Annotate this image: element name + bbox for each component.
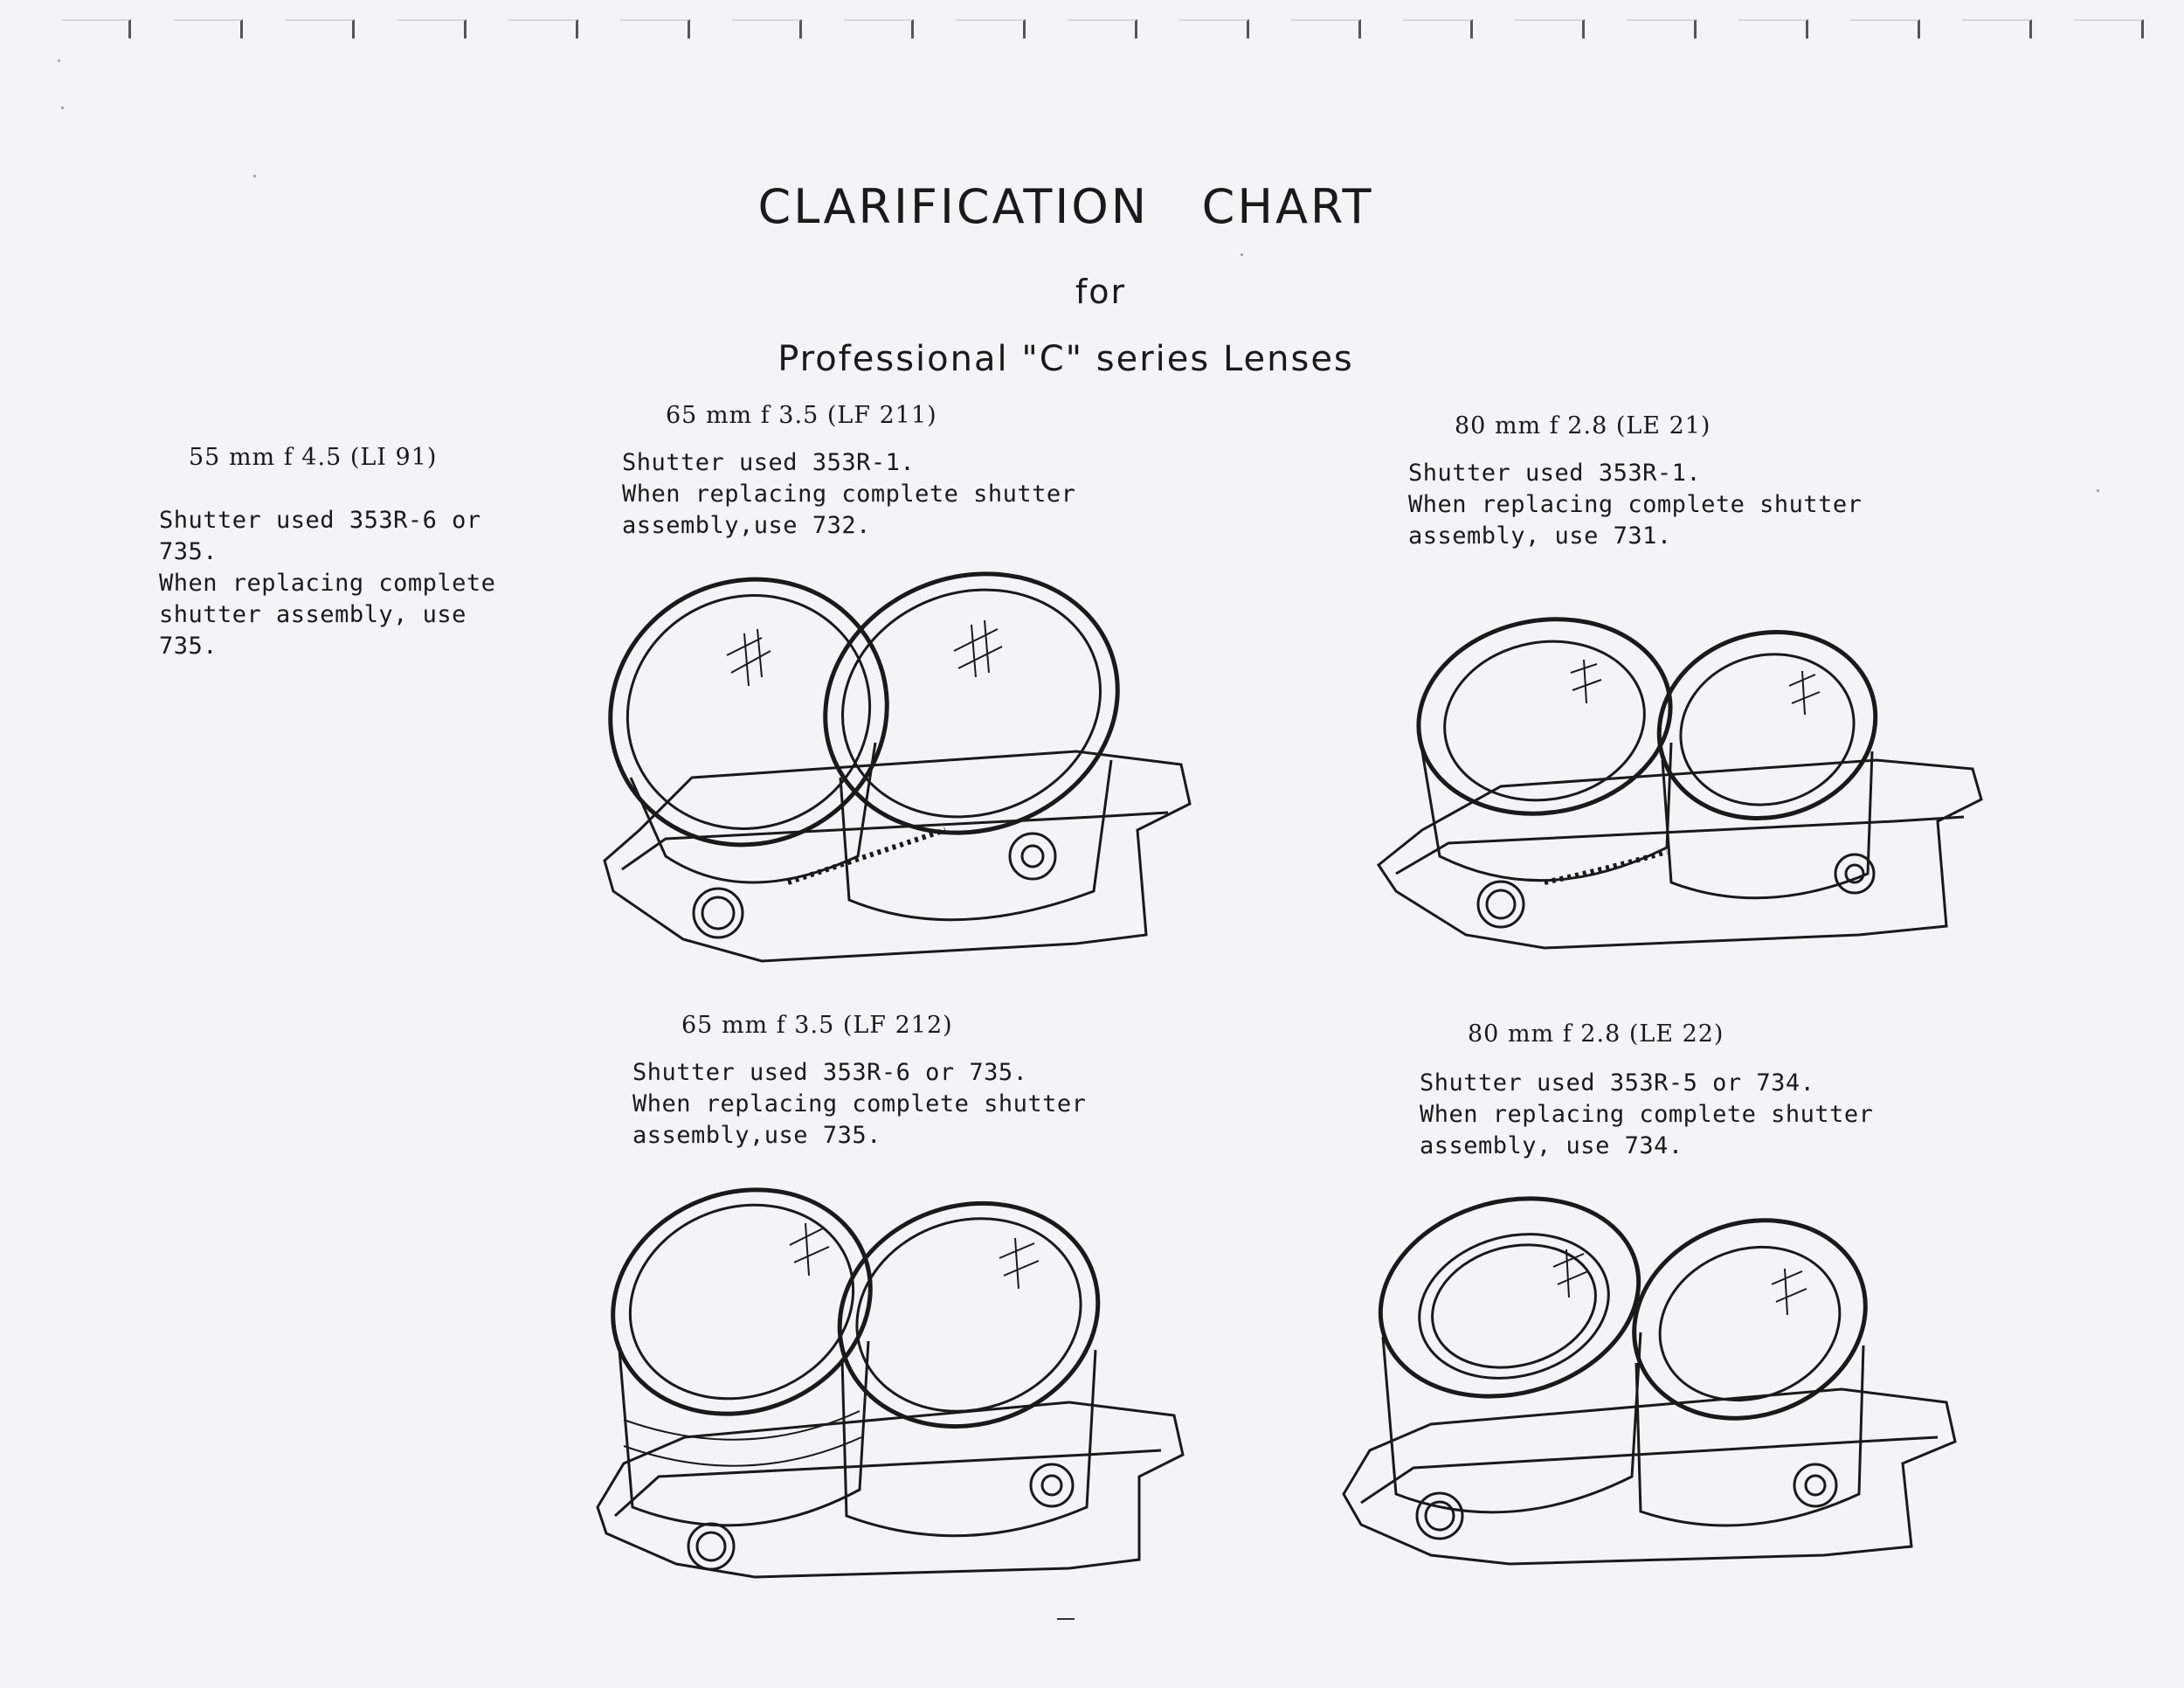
description-line: When replacing complete	[159, 570, 496, 597]
description-line: Shutter used 353R-6 or 735.	[632, 1059, 1028, 1086]
punch-hole	[620, 19, 690, 38]
description-line: When replacing complete shutter	[1420, 1101, 1874, 1128]
lens-heading: 80 mm f 2.8 (LE 22)	[1468, 1020, 1724, 1048]
page-subtitle: Professional "C" series Lenses	[778, 339, 1354, 379]
lens-description: Shutter used 353R-1. When replacing comp…	[622, 447, 1075, 542]
lens-description: Shutter used 353R-6 or 735. When replaci…	[632, 1057, 1086, 1152]
paper-speck	[2097, 489, 2099, 492]
punch-hole	[956, 19, 1026, 38]
lens-description: Shutter used 353R-5 or 734. When replaci…	[1420, 1068, 1873, 1162]
punch-hole	[285, 19, 355, 38]
punch-hole	[1850, 19, 1920, 38]
punch-hole	[1627, 19, 1697, 38]
lens-illustration-le21	[1376, 617, 1983, 950]
description-line: assembly, use 731.	[1408, 522, 1672, 550]
punch-hole	[508, 19, 578, 38]
punch-hole	[61, 19, 131, 38]
paper-speck	[253, 175, 256, 177]
paper-speck	[61, 107, 64, 109]
punch-hole	[844, 19, 914, 38]
punch-hole	[1738, 19, 1808, 38]
title-connector: for	[1075, 273, 1127, 311]
description-line: When replacing complete shutter	[632, 1090, 1087, 1117]
lens-illustration-le22	[1342, 1196, 1957, 1566]
description-line: Shutter used 353R-5 or 734.	[1420, 1069, 1815, 1097]
lens-heading: 80 mm f 2.8 (LE 21)	[1455, 412, 1711, 439]
page-mark	[1057, 1618, 1075, 1620]
lens-description: Shutter used 353R-6 or 735. When replaci…	[159, 505, 495, 662]
punch-hole	[732, 19, 802, 38]
lens-description: Shutter used 353R-1. When replacing comp…	[1408, 458, 1862, 552]
lens-illustration-lf212	[596, 1187, 1185, 1579]
punch-hole	[1515, 19, 1585, 38]
description-line: When replacing complete shutter	[1408, 491, 1863, 518]
description-line: Shutter used 353R-1.	[622, 449, 916, 476]
description-line: 735.	[159, 633, 218, 660]
description-line: shutter assembly, use	[159, 601, 467, 628]
binder-punch-strip	[61, 19, 2158, 42]
description-line: Shutter used 353R-1.	[1408, 460, 1702, 487]
lens-heading: 65 mm f 3.5 (LF 212)	[681, 1012, 953, 1039]
punch-hole	[2074, 19, 2144, 38]
punch-hole	[1179, 19, 1249, 38]
punch-hole	[1403, 19, 1473, 38]
punch-hole	[397, 19, 467, 38]
description-line: When replacing complete shutter	[622, 481, 1076, 508]
description-line: assembly, use 734.	[1420, 1132, 1683, 1159]
punch-hole	[1962, 19, 2032, 38]
punch-hole	[1068, 19, 1137, 38]
description-line: Shutter used 353R-6 or	[159, 507, 481, 534]
description-line: assembly,use 735.	[632, 1122, 881, 1149]
paper-speck	[1241, 253, 1243, 256]
description-line: assembly,use 732.	[622, 512, 871, 539]
punch-hole	[1291, 19, 1361, 38]
page-title: CLARIFICATION CHART	[757, 179, 1374, 234]
paper-speck	[58, 59, 60, 62]
punch-hole	[173, 19, 243, 38]
lens-heading: 65 mm f 3.5 (LF 211)	[666, 402, 937, 429]
lens-heading: 55 mm f 4.5 (LI 91)	[189, 444, 438, 471]
description-line: 735.	[159, 538, 218, 565]
lens-illustration-lf211	[603, 571, 1192, 963]
